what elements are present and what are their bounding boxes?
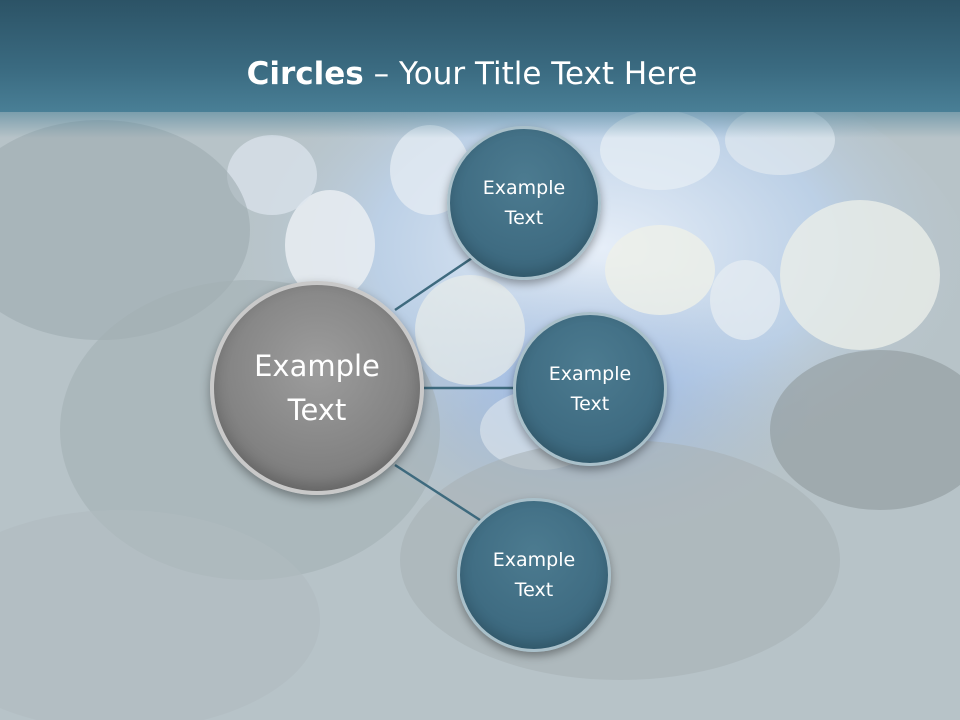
satellite-circle-bottom[interactable]: Example Text [457,498,611,652]
slide-title-bold: Circles [246,56,364,92]
slide-title: Circles – Your Title Text Here [0,52,944,96]
satellite-circle-bottom-label-line1: Example [492,549,576,571]
title-bar-fade [0,112,960,138]
satellite-circle-top[interactable]: Example Text [447,126,601,280]
main-circle-label: Example Text [232,344,402,432]
satellite-circle-middle-label-line2: Text [570,393,610,415]
satellite-circle-bottom-label: Example Text [479,545,589,605]
connector-line-bottom [394,463,481,522]
satellite-circle-top-label-line2: Text [504,207,544,229]
satellite-circle-top-label: Example Text [469,173,579,233]
satellite-circle-middle-label: Example Text [535,359,645,419]
main-circle-label-line2: Text [287,393,347,427]
slide-title-rest: – Your Title Text Here [363,56,698,92]
satellite-circle-bottom-label-line2: Text [514,579,554,601]
title-bar [0,0,960,112]
satellite-circle-middle-label-line1: Example [548,363,632,385]
connector-line-top [394,254,476,312]
satellite-circle-top-label-line1: Example [482,177,566,199]
satellite-circle-middle[interactable]: Example Text [513,312,667,466]
main-circle[interactable]: Example Text [210,281,424,495]
main-circle-label-line1: Example [254,349,380,383]
